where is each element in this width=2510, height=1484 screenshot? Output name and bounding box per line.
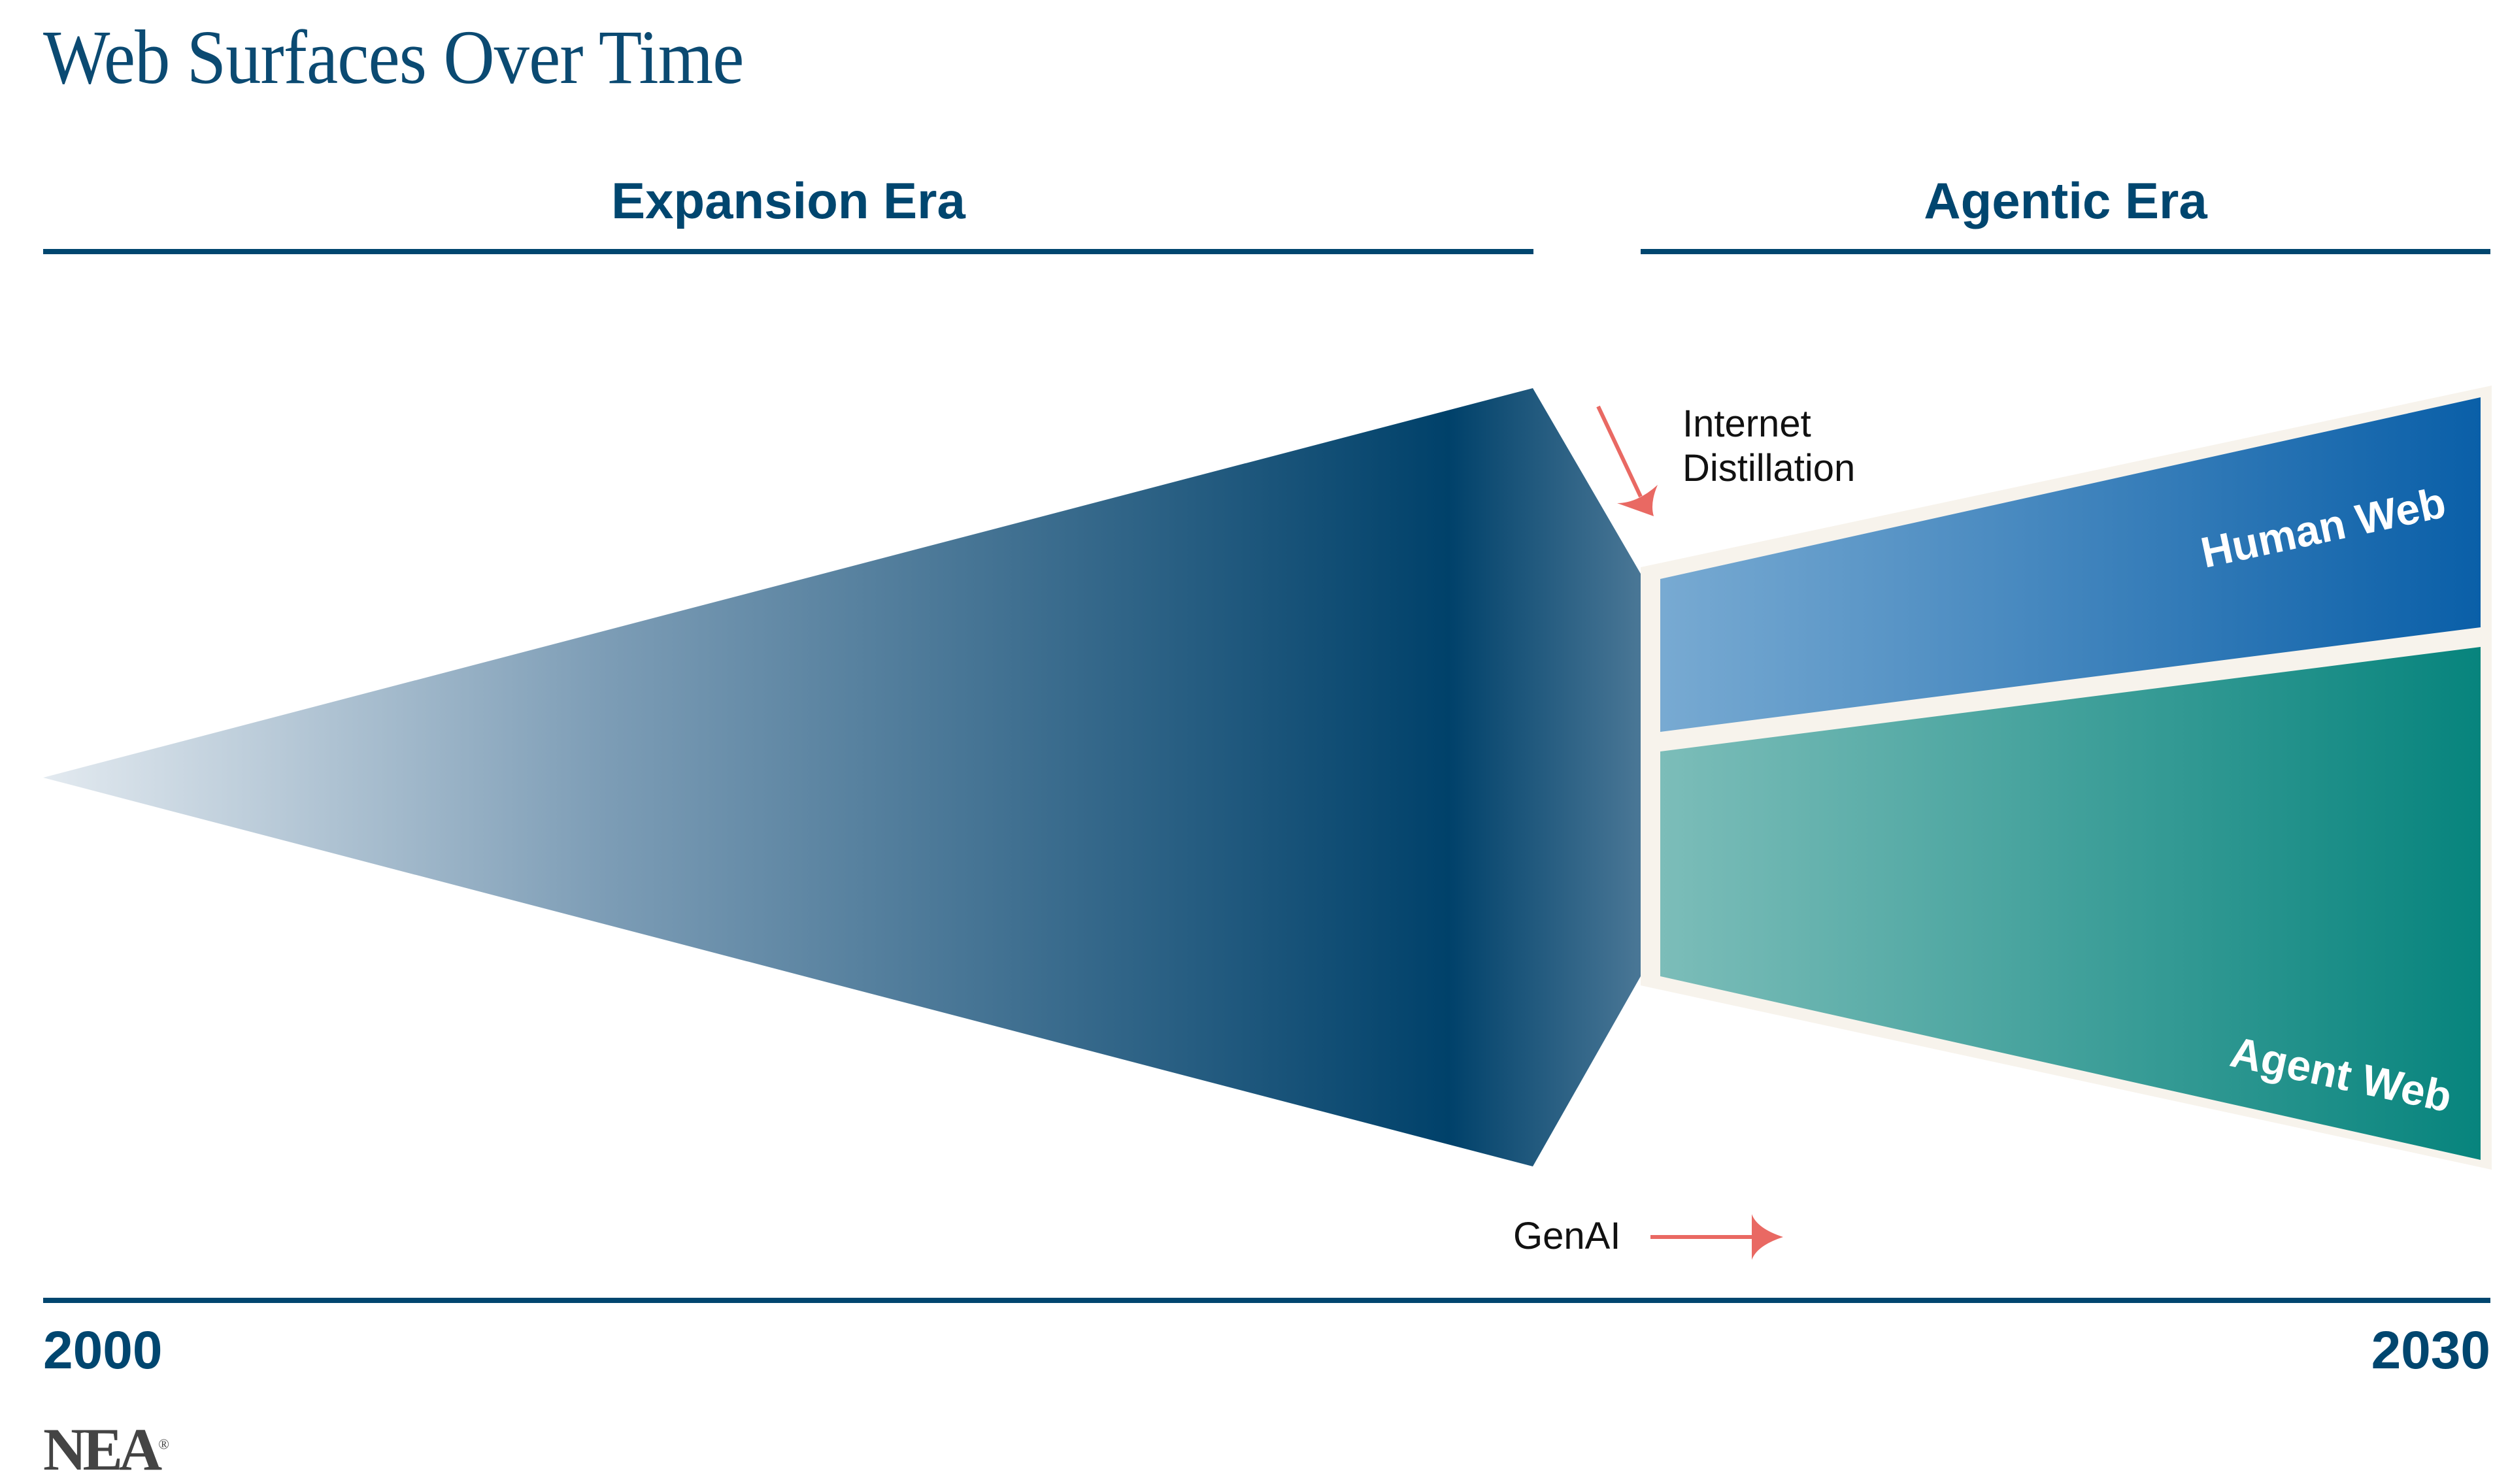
- logo-text: NEA: [43, 1416, 162, 1483]
- genai-annotation: GenAI: [1513, 1215, 1621, 1257]
- distillation-arrow-icon: [1596, 405, 1658, 516]
- distillation-annotation: Internet Distillation: [1682, 402, 1855, 491]
- era-label-expansion: Expansion Era: [611, 172, 965, 229]
- era-label-agentic: Agentic Era: [1924, 172, 2207, 229]
- distillation-line1: Internet: [1682, 403, 1811, 445]
- registered-mark: ®: [158, 1436, 169, 1453]
- distillation-line2: Distillation: [1682, 447, 1856, 489]
- year-end: 2030: [2371, 1321, 2490, 1380]
- page-title: Web Surfaces Over Time: [43, 14, 744, 100]
- era-divider-expansion: [43, 249, 1533, 254]
- nea-logo: NEA®: [43, 1415, 169, 1484]
- genai-arrow-icon: [1650, 1214, 1783, 1260]
- timeline-axis: [43, 1298, 2490, 1303]
- era-divider-agentic: [1641, 249, 2490, 254]
- year-start: 2000: [43, 1321, 163, 1380]
- human-web-band: [1660, 397, 2481, 732]
- agent-web-band: [1660, 647, 2481, 1160]
- expansion-funnel: [43, 388, 1641, 1166]
